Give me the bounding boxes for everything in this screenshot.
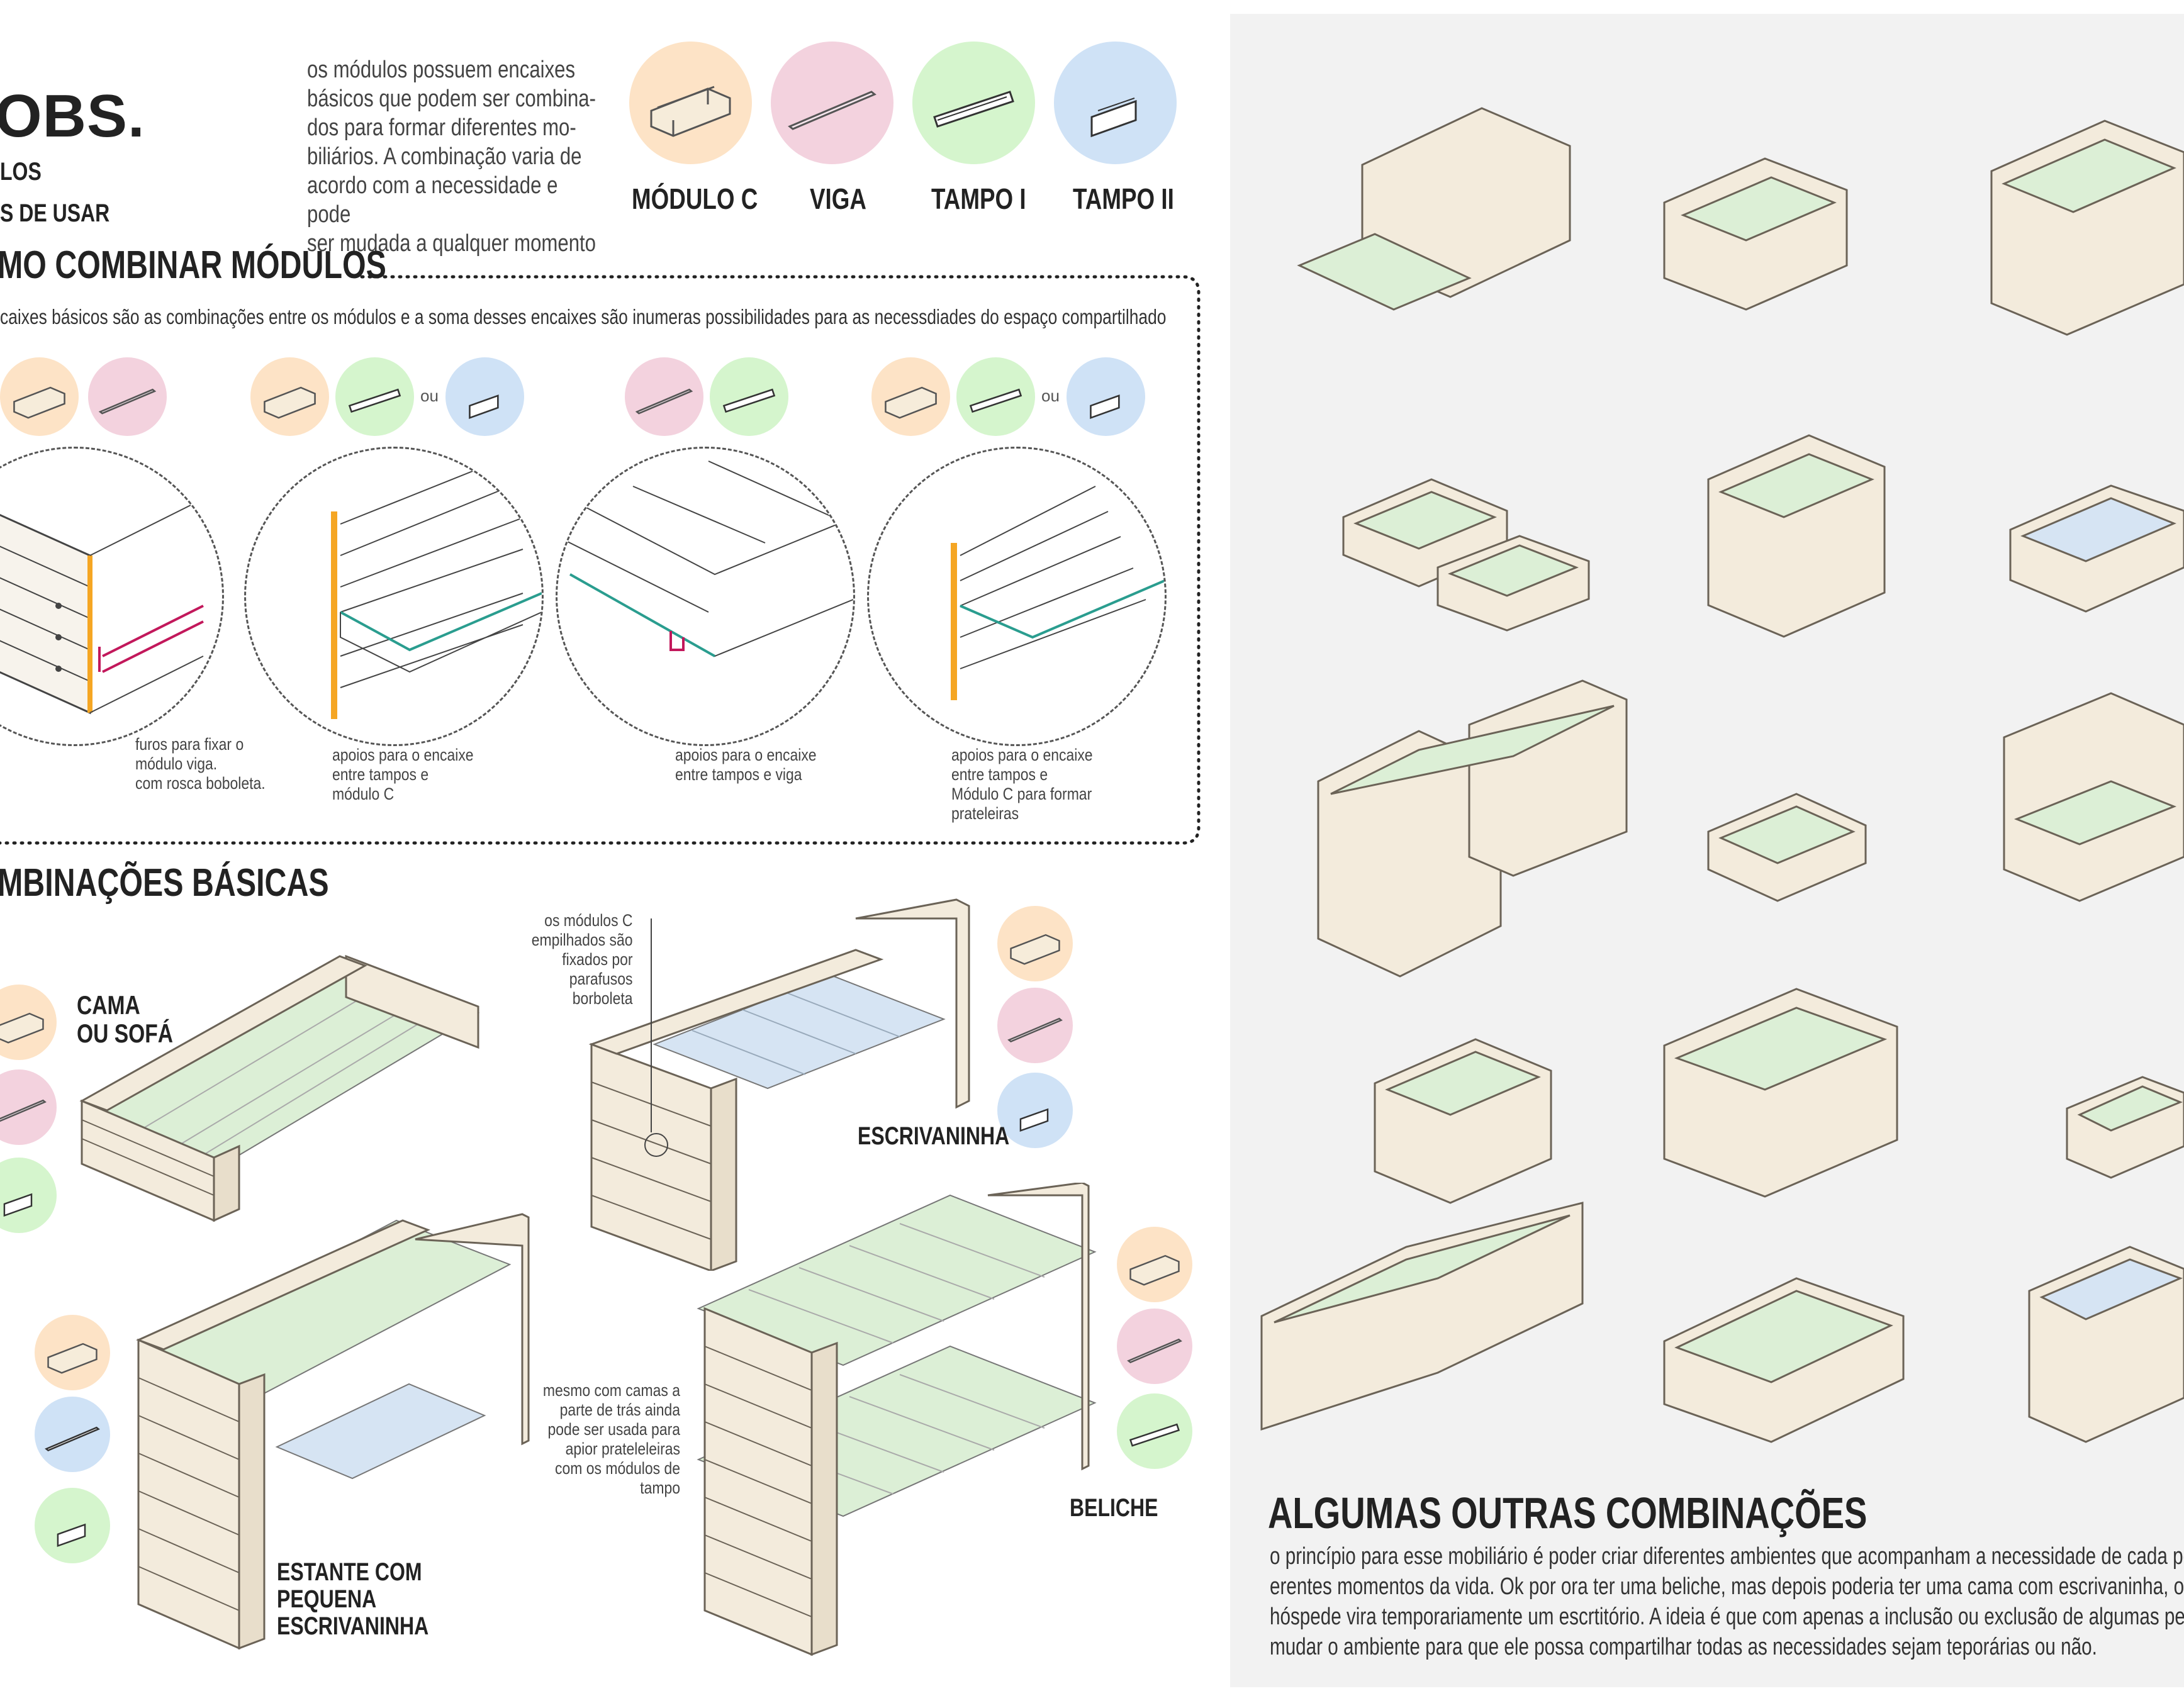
top-panel-i-icon [933, 91, 1014, 128]
desk-top-ii-circle [997, 1073, 1073, 1148]
module-c-icon [885, 386, 937, 419]
desk-module-c-circle [997, 906, 1073, 981]
combo2-or: ou [420, 386, 439, 405]
other-combinations-grid [1260, 107, 2184, 1443]
combo4-top-ii-circle [1067, 357, 1145, 436]
bunk-top-i-circle [1117, 1393, 1192, 1469]
detail-circle-top-beam [556, 447, 855, 746]
module-c-icon [650, 86, 731, 137]
combo2-top-i-circle [335, 357, 414, 436]
top-panel-i-icon [3, 1193, 33, 1217]
top-panel-ii-icon [469, 394, 499, 419]
combo2-module-c-circle [250, 357, 329, 436]
combo4-module-c-circle [871, 357, 950, 436]
legend-label-top-i: TAMPO I [931, 182, 1026, 215]
bunk-illustration [697, 1183, 1097, 1656]
top-panel-i-icon [1129, 1423, 1180, 1447]
shelf-top-i-circle [35, 1488, 110, 1563]
combo3-beam-circle [625, 357, 703, 436]
bunk-beam-circle [1117, 1309, 1192, 1384]
top-panel-ii-icon [1019, 1108, 1049, 1132]
legend-top-ii-circle [1054, 42, 1177, 164]
other-combinations-panel [1230, 14, 2184, 1687]
bunk-module-c-circle [1117, 1227, 1192, 1302]
subtitle-line-2: S DE USAR [0, 199, 110, 227]
module-c-icon [1129, 1254, 1180, 1286]
bed-module-c-circle [0, 985, 57, 1060]
combine-section-title: MO COMBINAR MÓDULOS [0, 243, 386, 287]
desk-illustration [588, 898, 970, 1271]
combo1-beam-circle [88, 357, 167, 436]
beam-icon [1127, 1338, 1182, 1363]
detail-circle-top-module [244, 447, 544, 746]
bed-beam-circle [0, 1069, 57, 1145]
detail-circle-shelf [867, 447, 1167, 746]
shelf-top-ii-circle [35, 1397, 110, 1472]
shelf-illustration [136, 1213, 530, 1650]
top-panel-i-icon [969, 388, 1022, 413]
intro-text: os módulos possuem encaixes básicos que … [307, 57, 596, 257]
combo1-module-c-circle [0, 357, 79, 436]
legend-beam-circle [771, 42, 893, 164]
top-panel-i-icon [722, 388, 776, 413]
beam-icon [1007, 1017, 1063, 1042]
combo4-or: ou [1041, 386, 1060, 405]
beam-icon [98, 388, 157, 415]
other-combinations-text: o princípio para esse mobiliário é poder… [1270, 1543, 2184, 1660]
bed-top-i-circle [0, 1158, 57, 1233]
legend-top-i-circle [912, 42, 1035, 164]
combine-description: caixes básicos são as combinações entre … [0, 305, 1167, 328]
combo2-top-ii-circle [445, 357, 524, 436]
beam-icon [635, 388, 693, 415]
label-desk: ESCRIVANINHA [858, 1122, 1010, 1150]
shelf-module-c-circle [35, 1315, 110, 1390]
beam-icon [0, 1099, 47, 1122]
other-combinations-title: ALGUMAS OUTRAS COMBINAÇÕES [1268, 1488, 1868, 1538]
top-panel-ii-icon [45, 1426, 100, 1451]
beam-icon [788, 91, 876, 130]
bed-illustration [79, 954, 480, 1222]
top-panel-i-icon [348, 388, 401, 413]
module-c-icon [47, 1342, 98, 1374]
top-panel-i-icon [57, 1523, 86, 1548]
module-c-icon [13, 386, 65, 419]
combo4-top-i-circle [956, 357, 1035, 436]
top-panel-ii-icon [1090, 98, 1137, 138]
module-c-icon [264, 386, 316, 419]
module-c-icon [0, 1012, 44, 1044]
top-panel-ii-icon [1090, 394, 1120, 419]
legend-label-top-ii: TAMPO II [1073, 182, 1174, 215]
legend-label-beam: VIGA [810, 182, 866, 215]
page-title: OBS. [0, 82, 145, 150]
module-c-icon [1010, 934, 1060, 965]
legend-module-c-circle [629, 42, 752, 164]
combo3-top-i-circle [710, 357, 788, 436]
basic-section-title: MBINAÇÕES BÁSICAS [0, 861, 329, 905]
label-bunk: BELICHE [1070, 1494, 1158, 1522]
subtitle-line-1: LOS [0, 158, 42, 186]
desk-beam-circle [997, 988, 1073, 1063]
legend-label-module-c: MÓDULO C [632, 182, 758, 215]
